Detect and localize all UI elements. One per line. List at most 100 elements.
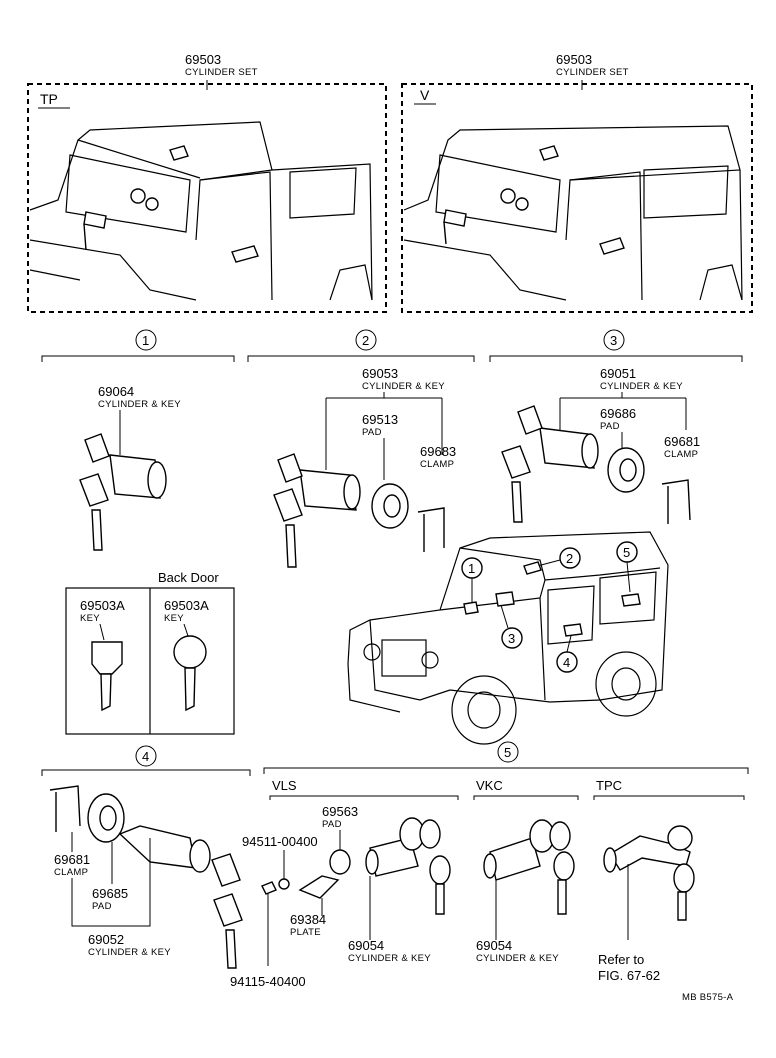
sec1-part-number: 69064 (98, 384, 134, 399)
section-1-circle (135, 329, 157, 351)
sec3-pad-number: 69686 (600, 406, 636, 421)
sec2-cyl-number: 69053 (362, 366, 398, 381)
key2-drawing (173, 635, 207, 712)
vls-cyl-number: 69054 (348, 938, 384, 953)
section-4-circle (135, 745, 157, 767)
vehicle-lock-icons (463, 561, 641, 637)
section-5-circle (497, 741, 519, 763)
callout-2: 2 (566, 551, 573, 566)
tp-part-label: CYLINDER SET (185, 67, 258, 78)
callout-4: 4 (563, 655, 570, 670)
key1-drawing (91, 641, 123, 712)
sec2-pad-label: PAD (362, 427, 382, 438)
bolt-leader (267, 850, 285, 966)
sec4-parts-drawing (49, 785, 243, 969)
section-5: 5 VLS VKC TPC 69563 PAD 94511-00400 6938… (230, 741, 749, 989)
vls-leaders (321, 876, 371, 940)
sec4-leaders (71, 832, 151, 927)
tp-tag: TP (40, 91, 58, 107)
sec4-clamp-label: CLAMP (54, 867, 88, 878)
vehicle-callouts: 1 2 3 4 5 (461, 541, 638, 673)
tpc-bracket (593, 795, 745, 800)
tp-vehicle-outline (29, 121, 373, 301)
panel-tp: 69503 CYLINDER SET TP (27, 52, 387, 313)
callout-1: 1 (468, 561, 475, 576)
section-4: 4 69681 CLAMP 69685 PAD 69052 CYLINDER &… (41, 745, 251, 969)
sec2-clamp-label: CLAMP (420, 459, 454, 470)
section-1-number: 1 (142, 333, 149, 348)
tpc-label: TPC (596, 778, 622, 793)
key2-part-label: KEY (164, 613, 184, 624)
key2-part-number: 69503A (164, 598, 209, 613)
refer-to-text: Refer to (598, 952, 644, 967)
section-3-number: 3 (610, 333, 617, 348)
v-part-label: CYLINDER SET (556, 67, 629, 78)
v-dashed-frame (401, 83, 753, 313)
section-5-number: 5 (504, 745, 511, 760)
sec4-cyl-number: 69052 (88, 932, 124, 947)
sec2-cyl-leader (325, 392, 443, 470)
plate-part-number: 69384 (290, 912, 326, 927)
v-part-number: 69503 (556, 52, 592, 67)
tp-part-number: 69503 (185, 52, 221, 67)
vkc-cyl-label: CYLINDER & KEY (476, 953, 559, 964)
vkc-cyl-number: 69054 (476, 938, 512, 953)
fig-reference: FIG. 67-62 (598, 968, 660, 983)
sec3-pad-label: PAD (600, 421, 620, 432)
key1-part-label: KEY (80, 613, 100, 624)
sec1-cylinder-key-drawing (79, 433, 167, 551)
section-3: 3 69051 CYLINDER & KEY 69686 PAD 69681 C… (489, 329, 743, 524)
section-2-bracket (247, 355, 475, 362)
vls-cyl-label: CYLINDER & KEY (348, 953, 431, 964)
section-3-bracket (489, 355, 743, 362)
vls-label: VLS (272, 778, 297, 793)
callout-5: 5 (623, 545, 630, 560)
sec3-cyl-number: 69051 (600, 366, 636, 381)
vls-bracket (269, 795, 459, 800)
sec3-cyl-leader (559, 392, 687, 430)
vls-parts-drawing (261, 817, 451, 915)
tp-dashed-frame (27, 83, 387, 313)
back-door-label: Back Door (158, 570, 219, 585)
bolt-part-number: 94511-00400 (242, 834, 318, 849)
sec3-cyl-label: CYLINDER & KEY (600, 381, 683, 392)
section-4-number: 4 (142, 749, 149, 764)
section-2-circle (355, 329, 377, 351)
sec4-cyl-label: CYLINDER & KEY (88, 947, 171, 958)
sec3-clamp-label: CLAMP (664, 449, 698, 460)
vls-pad-label: PAD (322, 819, 342, 830)
section-4-bracket (41, 769, 251, 776)
tp-lock-cylinder-icons (83, 145, 259, 263)
footer-code: MB B575-A (682, 992, 734, 1003)
section-2: 2 69053 CYLINDER & KEY 69513 PAD 69683 C… (247, 329, 475, 568)
vkc-parts-drawing (483, 819, 575, 915)
sec1-part-label: CYLINDER & KEY (98, 399, 181, 410)
callout-3: 3 (508, 631, 515, 646)
sec4-pad-label: PAD (92, 901, 112, 912)
vls-pad-number: 69563 (322, 804, 358, 819)
sec2-pad-number: 69513 (362, 412, 398, 427)
plate-part-label: PLATE (290, 927, 321, 938)
v-vehicle-outline (403, 125, 743, 301)
sec4-pad-number: 69685 (92, 886, 128, 901)
v-lock-cylinder-icons (443, 145, 625, 255)
center-vehicle: 1 2 3 4 5 (347, 531, 669, 745)
section-1: 1 69064 CYLINDER & KEY (41, 329, 235, 551)
sec3-parts-drawing (501, 405, 691, 524)
vehicle-outline (347, 531, 669, 745)
section-3-circle (603, 329, 625, 351)
panel-v: 69503 CYLINDER SET V (401, 52, 753, 313)
key1-part-number: 69503A (80, 598, 125, 613)
sec2-cyl-label: CYLINDER & KEY (362, 381, 445, 392)
key2-leader (183, 623, 189, 637)
vkc-label: VKC (476, 778, 503, 793)
section-5-bracket (263, 767, 749, 774)
section-2-number: 2 (362, 333, 369, 348)
vkc-bracket (473, 795, 579, 800)
sec4-clamp-number: 69681 (54, 852, 90, 867)
section-1-bracket (41, 355, 235, 362)
tpc-parts-drawing (603, 825, 695, 921)
key1-leader (99, 623, 105, 641)
sec2-parts-drawing (273, 453, 445, 568)
